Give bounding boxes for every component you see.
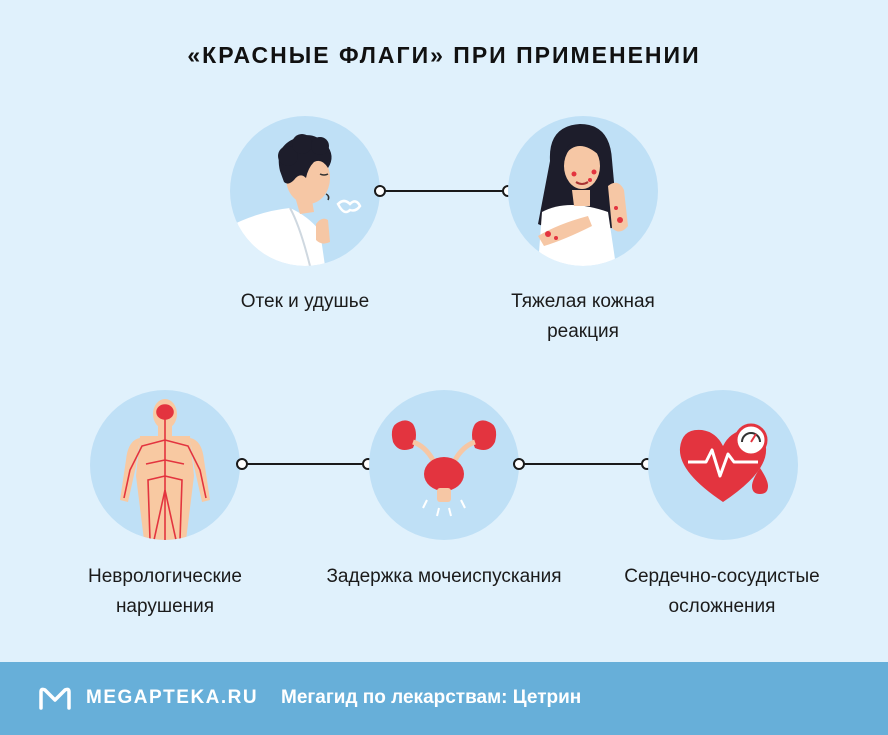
item-label-urinary: Задержка мочеиспускания [326,566,562,587]
item-label-skin-reaction: Тяжелая кожная реакция [511,291,655,342]
megapteka-logo-icon [39,687,71,710]
item-label-swelling: Отек и удушье [240,291,370,312]
urinary-system-icon [369,390,519,540]
heart-blood-pressure-icon [648,390,798,540]
footer-tagline: Мегагид по лекарствам: Цетрин [281,687,582,708]
connector-line [236,458,374,470]
page-title: «КРАСНЫЕ ФЛАГИ» ПРИ ПРИМЕНЕНИИ [187,42,701,68]
connector-line [513,458,653,470]
connector-line [374,185,514,197]
choking-person-icon [230,116,380,266]
brand-name: MEGAPTEKA.RU [86,687,259,708]
footer-bar: MEGAPTEKA.RU Мегагид по лекарствам: Цетр… [0,662,888,735]
item-label-neuro: Неврологические нарушения [88,566,242,617]
skin-rash-woman-icon [508,116,658,266]
item-label-cardio: Сердечно-сосудистые осложнения [624,566,820,617]
nervous-system-icon [90,390,240,540]
